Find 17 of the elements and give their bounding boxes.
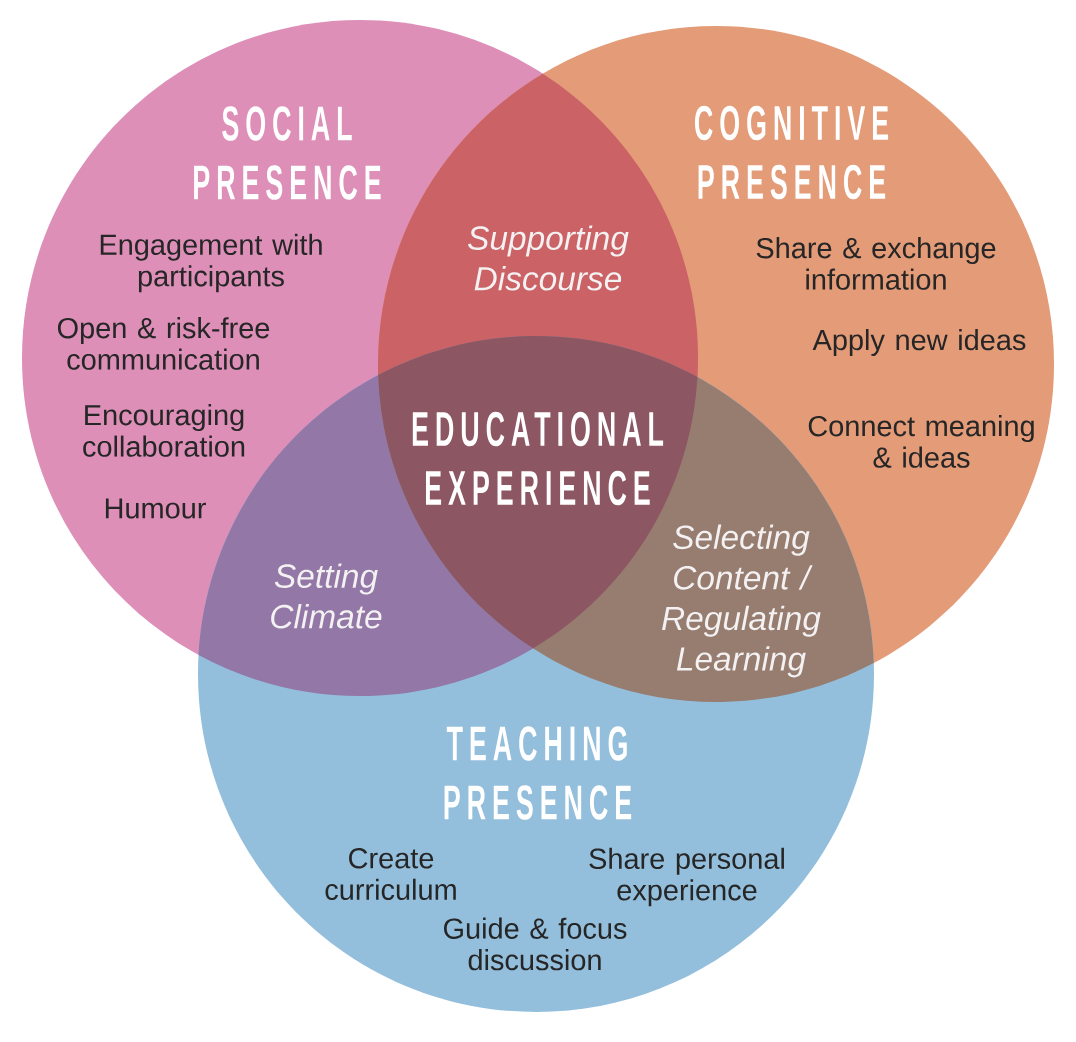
circle-title: SOCIAL PRESENCE bbox=[194, 106, 381, 200]
item-text: Apply new ideas bbox=[812, 329, 1026, 356]
center-title: EDUCATIONAL EXPERIENCE bbox=[412, 411, 664, 506]
region-label: Supporting Discourse bbox=[468, 225, 629, 291]
item-text: Connect meaning & ideas bbox=[808, 415, 1034, 468]
item-text: Share personal experience bbox=[589, 847, 784, 907]
item-text: Open & risk-free communication bbox=[57, 317, 270, 370]
circle-title: TEACHING PRESENCE bbox=[444, 726, 632, 820]
region-label: Setting Climate bbox=[271, 563, 382, 629]
circle-title: COGNITIVE PRESENCE bbox=[694, 105, 889, 200]
item-text: Create curriculum bbox=[325, 848, 456, 900]
item-text: Encouraging collaboration bbox=[83, 404, 245, 457]
region-label: Selecting Content / Regulating Learning bbox=[662, 524, 821, 678]
item-text: Humour bbox=[105, 498, 206, 519]
item-text: Share & exchange information bbox=[756, 237, 996, 290]
item-text: Guide & focus discussion bbox=[444, 917, 627, 971]
item-text: Engagement with participants bbox=[100, 233, 322, 293]
